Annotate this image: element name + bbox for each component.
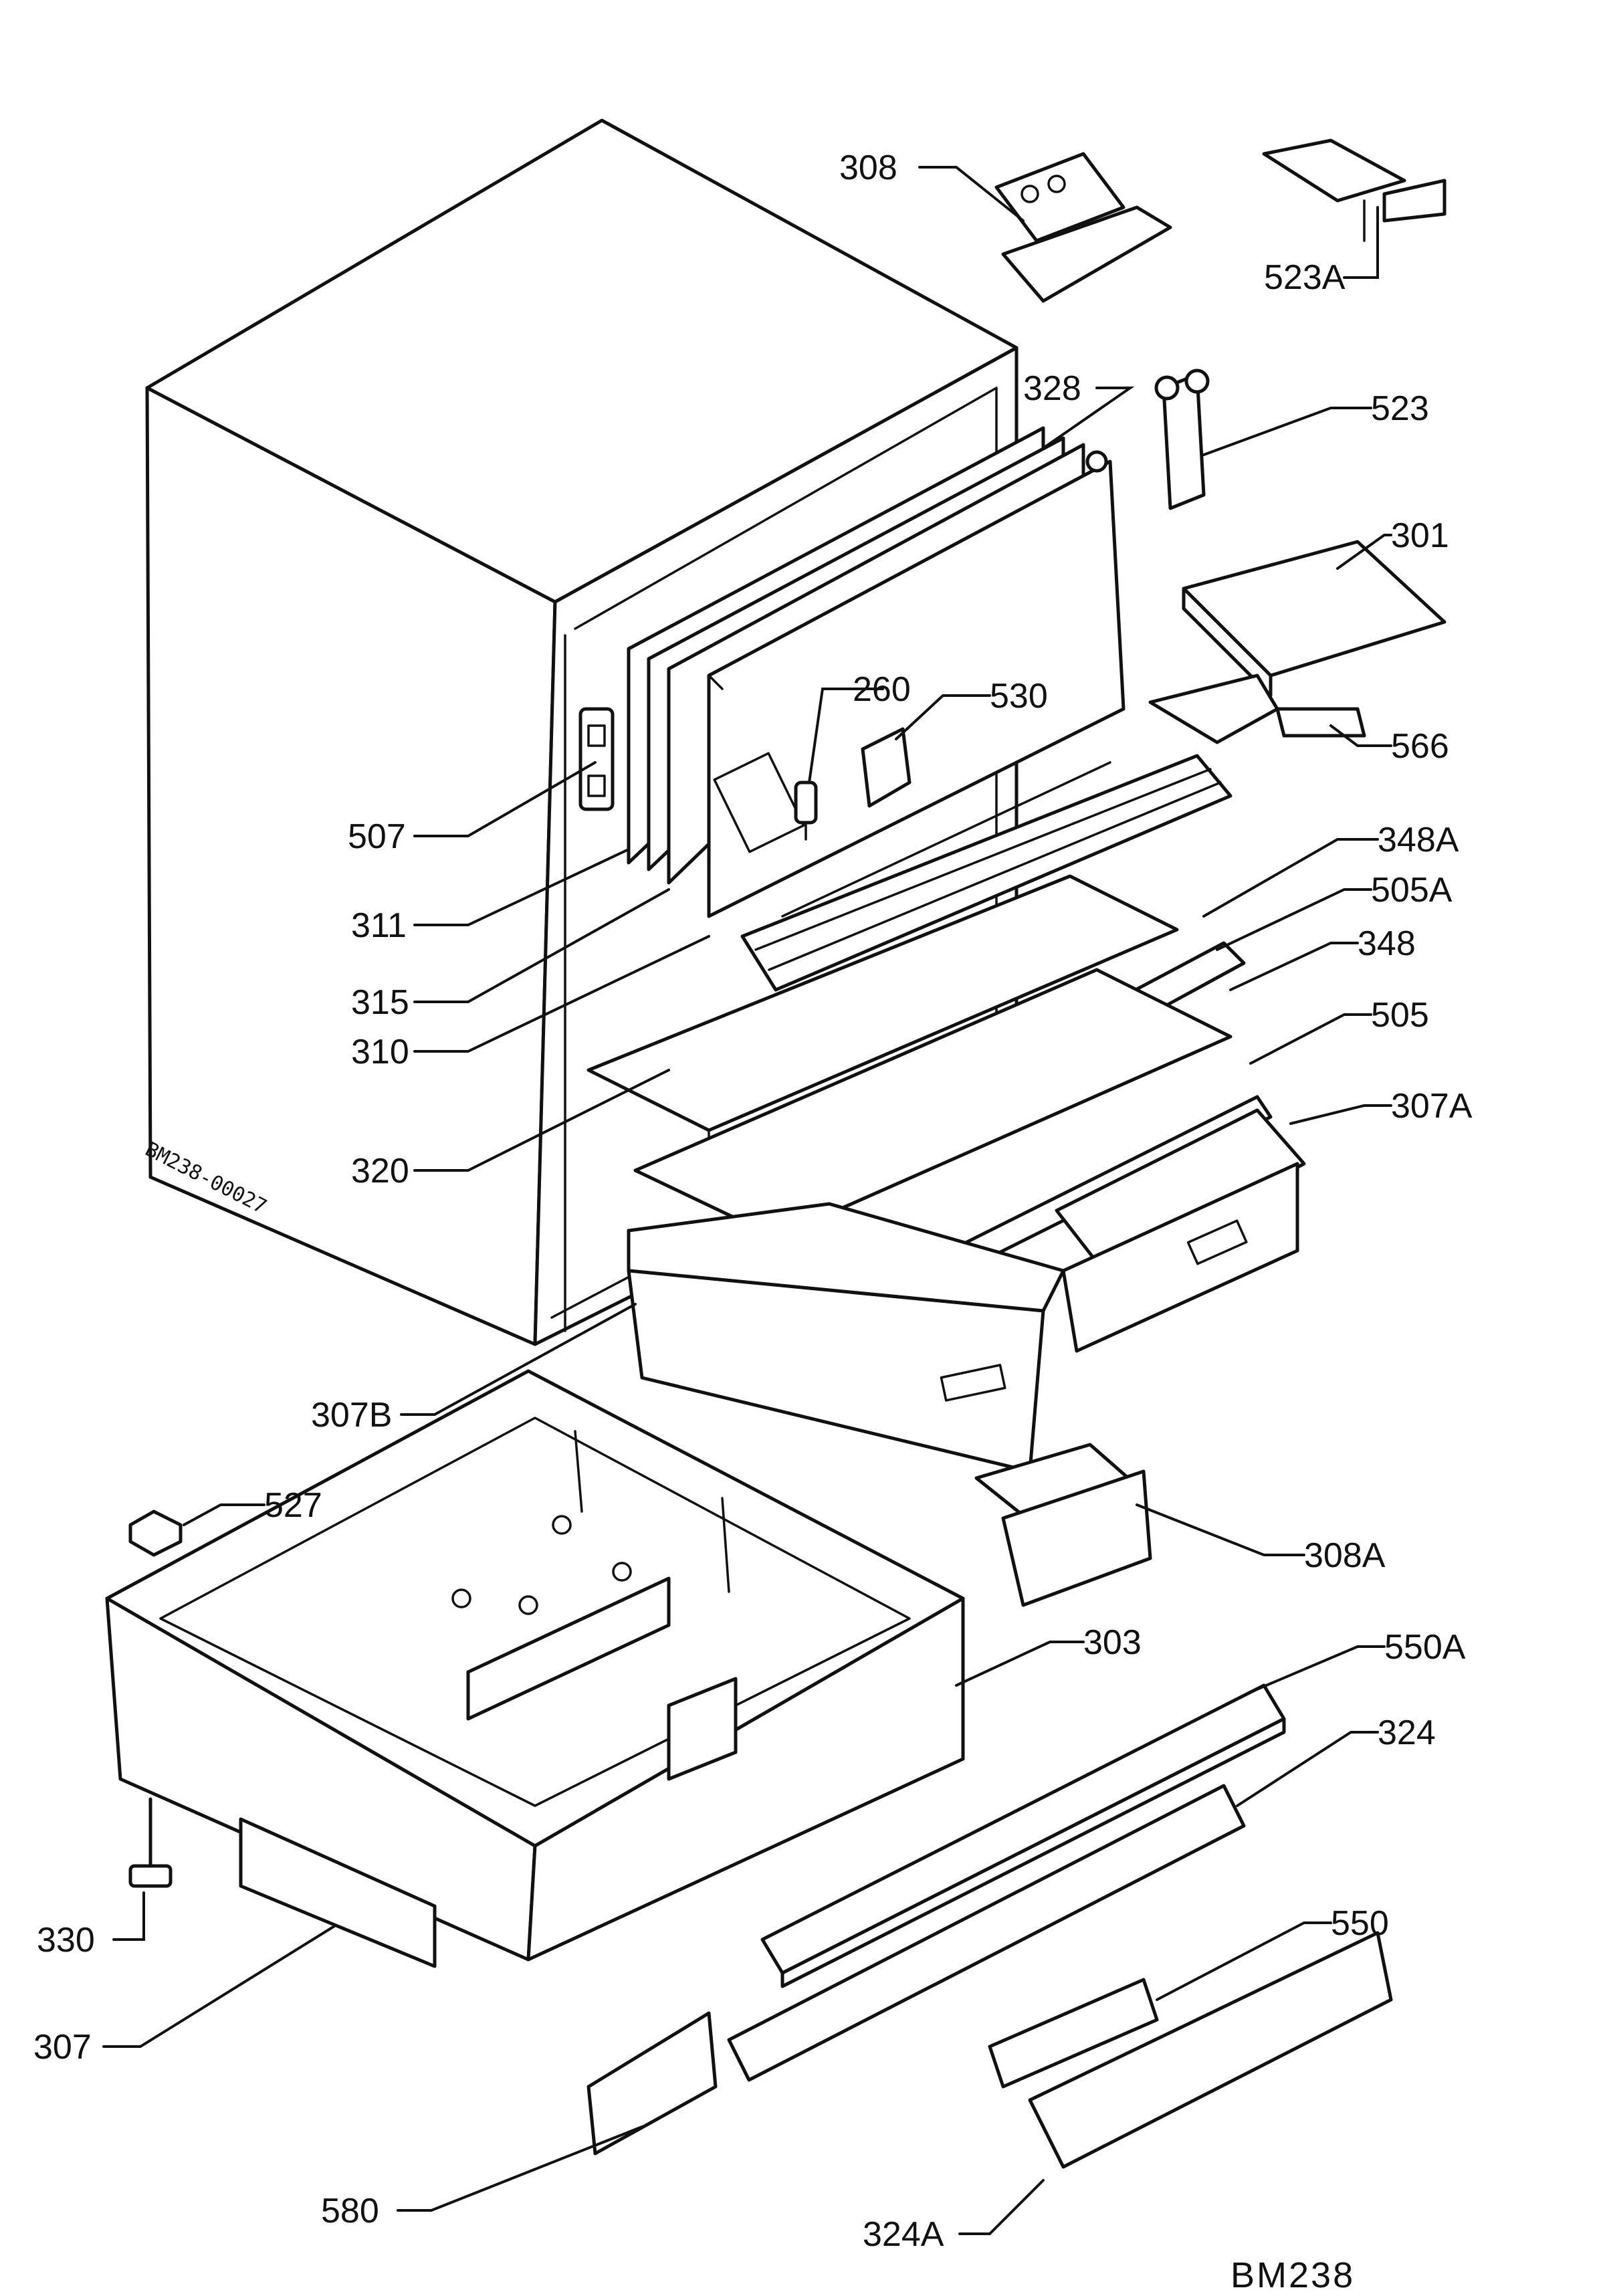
callout-530: 530 (990, 677, 1048, 716)
callout-523A: 523A (1264, 258, 1346, 297)
hinge-bracket (1154, 369, 1210, 510)
callout-328: 328 (1023, 369, 1081, 408)
callout-348A: 348A (1378, 821, 1459, 859)
callout-260: 260 (853, 670, 911, 709)
door-lock-latch (578, 707, 615, 811)
upper-hinge (994, 152, 1172, 303)
callout-348: 348 (1358, 924, 1416, 963)
glass-shelf-lower (633, 968, 1233, 1239)
callout-303: 303 (1083, 1623, 1142, 1662)
thermostat-sensor (794, 780, 818, 841)
callout-308: 308 (839, 148, 897, 187)
kickplate-base (727, 1784, 1246, 2082)
callout-307B: 307B (311, 1396, 392, 1435)
callout-308A: 308A (1304, 1536, 1386, 1575)
plinth-front-cover (239, 1817, 437, 1968)
callout-324: 324 (1378, 1713, 1436, 1752)
ice-scraper (1148, 673, 1366, 744)
callout-320: 320 (351, 1152, 409, 1190)
callout-labels: 308 523A 328 523 301 260 530 566 507 348… (33, 148, 1473, 2254)
plinth-filler-block (586, 2011, 718, 2156)
callout-505A: 505A (1371, 871, 1453, 910)
kickplate-trim (1028, 1931, 1393, 2169)
callout-523: 523 (1371, 389, 1429, 428)
lower-hinge (974, 1443, 1152, 1607)
adjustable-foot-screw (128, 1797, 173, 1888)
callout-307A: 307A (1391, 1087, 1473, 1126)
callout-301: 301 (1391, 516, 1449, 555)
callout-307: 307 (33, 2028, 92, 2067)
callout-310: 310 (351, 1033, 409, 1071)
crisper-drawer-right (1055, 1108, 1306, 1353)
callout-505: 505 (1371, 996, 1429, 1035)
callout-315: 315 (351, 983, 409, 1022)
adjustable-foot-nut (128, 1509, 183, 1557)
kickplate-cover (988, 1978, 1159, 2089)
hinge-bracket-top (1262, 138, 1447, 242)
callout-330: 330 (37, 1921, 95, 1960)
base-plinth (105, 1369, 965, 1962)
leader-lines (102, 166, 1392, 2235)
callout-507: 507 (348, 817, 406, 856)
callout-580: 580 (321, 2192, 379, 2230)
callout-550: 550 (1331, 1904, 1389, 1943)
crisper-drawer-left (627, 1202, 1065, 1473)
drawing-code: BM238 (1230, 2255, 1355, 2295)
callout-527: 527 (264, 1486, 322, 1525)
evaporator-cover-block (861, 727, 912, 808)
callout-311: 311 (351, 906, 407, 945)
callout-324A: 324A (863, 2215, 944, 2254)
callout-550A: 550A (1384, 1628, 1466, 1667)
callout-566: 566 (1391, 727, 1449, 766)
wire-shelf (740, 754, 1233, 992)
kickplate-upper (760, 1683, 1286, 1988)
ice-cube-tray (1182, 540, 1447, 698)
